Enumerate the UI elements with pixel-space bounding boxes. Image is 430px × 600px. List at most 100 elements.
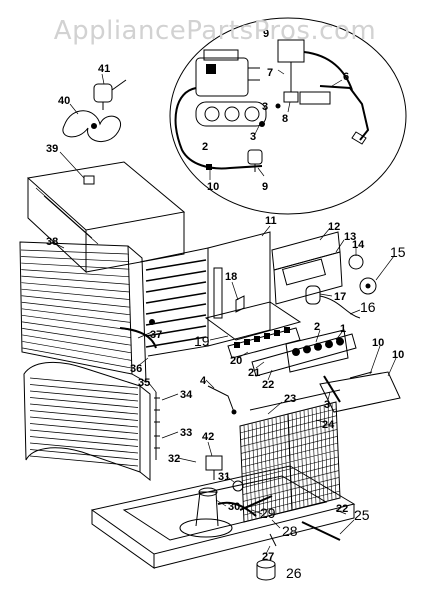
leader-20 bbox=[237, 351, 249, 359]
condenser-coil-frame bbox=[19, 241, 133, 375]
mounting-plate bbox=[319, 371, 401, 413]
leader-33 bbox=[161, 431, 179, 439]
coil-fin bbox=[22, 341, 132, 361]
shroud-slat bbox=[29, 390, 139, 402]
relay-housing bbox=[285, 329, 349, 373]
pilot-assembly bbox=[277, 39, 305, 63]
small-parts bbox=[154, 385, 244, 492]
grommet-27 bbox=[269, 533, 277, 547]
drain-tube-25 bbox=[301, 521, 341, 541]
evap-tube bbox=[145, 303, 207, 315]
relay-contact bbox=[325, 340, 333, 349]
filter-mesh-line bbox=[240, 408, 337, 434]
leader-28 bbox=[271, 519, 281, 529]
coil-fin bbox=[21, 269, 130, 278]
leader-29 bbox=[251, 509, 263, 515]
burner-orifice-1 bbox=[204, 106, 220, 122]
electrical-chassis bbox=[204, 295, 357, 377]
part-label-11: 11 bbox=[265, 215, 277, 227]
screw bbox=[275, 103, 281, 109]
base-pan-front-edge bbox=[153, 504, 355, 569]
leader-13 bbox=[335, 239, 345, 253]
bracket-33 bbox=[154, 430, 160, 460]
leader-4 bbox=[205, 379, 215, 389]
pipe-clip bbox=[351, 131, 367, 145]
leader-34 bbox=[161, 393, 179, 401]
leader-15 bbox=[375, 255, 395, 281]
wire-4 bbox=[207, 385, 235, 413]
part-label-14: 14 bbox=[352, 239, 365, 251]
leader-40 bbox=[69, 103, 79, 115]
condenser-coil-side bbox=[127, 245, 147, 383]
leader-39 bbox=[59, 151, 85, 179]
part-label-39: 39 bbox=[46, 143, 58, 155]
part-label-42: 42 bbox=[202, 431, 214, 443]
bracket-rod bbox=[349, 371, 373, 379]
base-pan-left-edge bbox=[91, 510, 155, 569]
coil-fin bbox=[21, 314, 131, 331]
control-board bbox=[281, 258, 327, 286]
part-label-17: 17 bbox=[334, 291, 346, 303]
flue-pipe bbox=[319, 85, 370, 141]
leader-42 bbox=[207, 441, 213, 457]
top-cover-top bbox=[26, 161, 186, 231]
leader-6 bbox=[277, 69, 285, 75]
coil-fin bbox=[21, 301, 131, 316]
part-label-7: 8 bbox=[282, 113, 288, 125]
fan-blade bbox=[62, 110, 121, 142]
part-label-34: 34 bbox=[180, 389, 193, 401]
base-pan-recess bbox=[122, 475, 328, 541]
coil-fin bbox=[21, 275, 130, 285]
part-label-13: 13 bbox=[344, 231, 356, 243]
part-label-38: 38 bbox=[46, 236, 58, 248]
control-knob bbox=[348, 254, 364, 270]
filter-rail bbox=[249, 389, 341, 411]
part-label-2: 2 bbox=[202, 141, 208, 153]
condenser-coil bbox=[19, 241, 157, 383]
terminal-screw bbox=[274, 330, 280, 336]
part-label-10b: 10 bbox=[372, 337, 384, 349]
filter-mesh-line bbox=[241, 449, 339, 475]
terminal-strip-top bbox=[204, 301, 302, 341]
coil-fin bbox=[21, 308, 131, 323]
part-label-6: 7 bbox=[267, 67, 273, 79]
cover-fastener bbox=[83, 175, 95, 185]
suction-line bbox=[239, 495, 273, 511]
burner-bracket bbox=[299, 91, 331, 105]
terminal-blocks bbox=[234, 327, 290, 348]
part-label-27: 27 bbox=[262, 551, 274, 563]
top-cover-left-face bbox=[27, 178, 87, 274]
shroud-slat bbox=[29, 384, 139, 395]
part-label-9b: 10 bbox=[392, 349, 404, 361]
terminal-screw bbox=[254, 336, 260, 342]
shroud-slat bbox=[29, 377, 139, 389]
part-label-22: 22 bbox=[262, 379, 274, 391]
evaporator-side bbox=[139, 247, 209, 357]
filter-mesh-line bbox=[243, 490, 340, 516]
flame-sensor bbox=[247, 149, 263, 165]
control-housing-front bbox=[273, 251, 343, 305]
relay-contact bbox=[292, 348, 300, 356]
control-housing-top bbox=[271, 231, 341, 271]
terminal-screw bbox=[244, 339, 250, 345]
wire-4-terminal bbox=[231, 409, 237, 415]
part-label-35: 35 bbox=[138, 377, 150, 389]
evaporator-bracket bbox=[213, 267, 223, 319]
part-label-25: 25 bbox=[354, 507, 370, 523]
evap-tube bbox=[145, 281, 207, 293]
relay-contact bbox=[303, 345, 311, 354]
leader-35 bbox=[147, 381, 157, 393]
part-label-4: 4 bbox=[200, 375, 207, 387]
part-label-30: 30 bbox=[228, 501, 240, 513]
leader-5 bbox=[331, 79, 343, 87]
part-label-24: 24 bbox=[322, 419, 335, 431]
part-label-23: 23 bbox=[284, 393, 296, 405]
filter-mesh-line bbox=[242, 470, 339, 495]
leader-32 bbox=[177, 457, 197, 463]
gas-valve-outlet bbox=[248, 67, 260, 81]
terminal-strip bbox=[227, 327, 301, 359]
part-label-36: 36 bbox=[130, 363, 142, 375]
filter-mesh-line bbox=[242, 456, 339, 482]
part-label-5: 6 bbox=[343, 71, 349, 83]
shroud-slat bbox=[29, 416, 139, 428]
